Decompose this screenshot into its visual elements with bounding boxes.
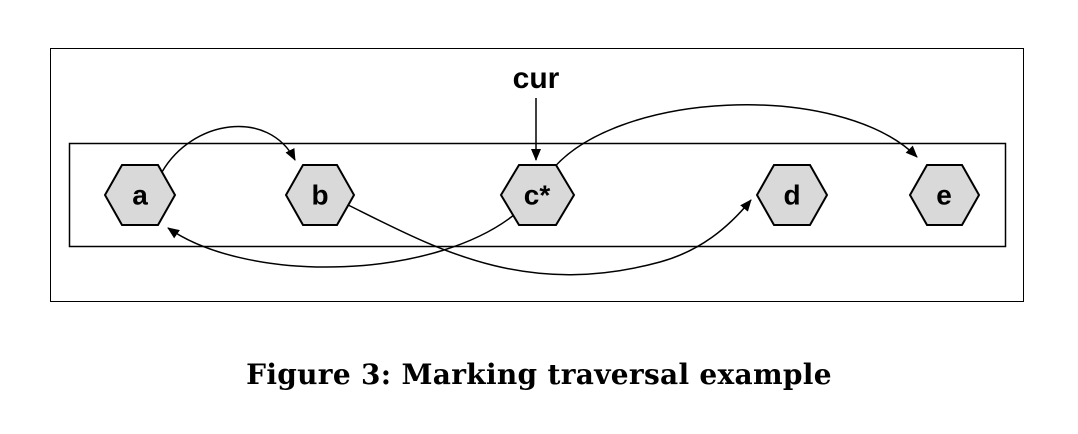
cur-pointer-label: cur <box>513 62 560 95</box>
edges <box>161 104 918 276</box>
node-d-label: d <box>783 180 800 211</box>
edge-b-to-d <box>337 199 752 276</box>
node-a-label: a <box>132 180 148 211</box>
node-b-hexagon <box>284 164 356 226</box>
node-c: c* <box>499 164 576 226</box>
node-d-hexagon <box>755 164 829 226</box>
node-a: a <box>103 164 177 226</box>
node-container <box>68 142 1007 248</box>
outer-frame <box>50 48 1024 302</box>
node-b-label: b <box>311 180 328 211</box>
edge-c-to-a <box>167 209 521 268</box>
edge-a-to-b <box>161 125 296 173</box>
edge-c-to-e <box>547 104 918 176</box>
node-e-hexagon <box>908 164 981 226</box>
node-d: d <box>755 164 829 226</box>
diagram: cur a b c* d e <box>50 48 1024 302</box>
node-c-label: c* <box>524 180 551 211</box>
node-e: e <box>908 164 981 226</box>
node-a-hexagon <box>103 164 177 226</box>
node-e-label: e <box>936 180 952 211</box>
figure-caption: Figure 3: Marking traversal example <box>246 358 832 391</box>
node-b: b <box>284 164 356 226</box>
node-c-hexagon <box>499 164 576 226</box>
